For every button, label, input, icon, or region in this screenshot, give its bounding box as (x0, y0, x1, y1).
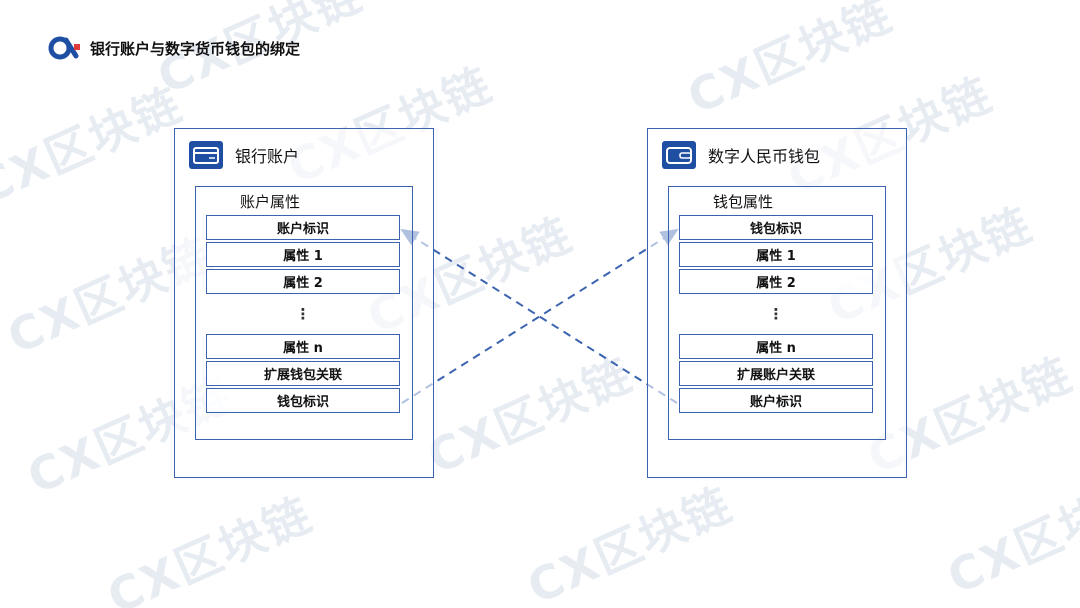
watermark: CX区块链 (99, 486, 321, 608)
link-wallet-id-to-wallet (401, 228, 679, 404)
watermark: CX区块链 (0, 76, 191, 215)
attr-row-1: 属性 1 (679, 242, 873, 267)
wallet-attributes-title: 钱包属性 (713, 193, 774, 211)
watermark: CX区块链 (679, 0, 901, 125)
bank-account-panel: 银行账户 账户属性 账户标识 属性 1 属性 2 ⋮ 属性 n 扩展钱包关联 钱… (174, 128, 434, 478)
attr-row-wallet-id: 钱包标识 (206, 388, 400, 413)
wallet-header: 数字人民币钱包 (662, 141, 820, 169)
attr-row-2: 属性 2 (679, 269, 873, 294)
wallet-attributes-group: 钱包属性 钱包标识 属性 1 属性 2 ⋮ 属性 n 扩展账户关联 账户标识 (668, 186, 886, 440)
ellipsis: ⋮ (768, 305, 784, 323)
attr-row-account-id: 账户标识 (679, 388, 873, 413)
watermark: CX区块链 (519, 476, 741, 608)
attr-row-account-id: 账户标识 (206, 215, 400, 240)
page-header: 银行账户与数字货币钱包的绑定 (48, 34, 300, 62)
watermark: CX区块链 (939, 466, 1080, 605)
account-attributes-group: 账户属性 账户标识 属性 1 属性 2 ⋮ 属性 n 扩展钱包关联 钱包标识 (195, 186, 413, 440)
watermark: CX区块链 (419, 346, 641, 485)
attr-row-account-link: 扩展账户关联 (679, 361, 873, 386)
wallet-icon (662, 141, 696, 169)
brand-logo-icon (48, 34, 82, 62)
link-account-id-to-account (400, 228, 678, 404)
attr-row-wallet-link: 扩展钱包关联 (206, 361, 400, 386)
account-attributes-title: 账户属性 (240, 193, 301, 211)
page-title: 银行账户与数字货币钱包的绑定 (90, 39, 301, 58)
digital-rmb-wallet-panel: 数字人民币钱包 钱包属性 钱包标识 属性 1 属性 2 ⋮ 属性 n 扩展账户关… (647, 128, 907, 478)
bank-account-header: 银行账户 (189, 141, 299, 169)
bank-account-title: 银行账户 (235, 147, 300, 166)
ellipsis: ⋮ (295, 305, 311, 323)
bank-card-icon (189, 141, 223, 169)
wallet-title: 数字人民币钱包 (708, 147, 821, 166)
attr-row-n: 属性 n (679, 334, 873, 359)
attr-row-2: 属性 2 (206, 269, 400, 294)
attr-row-n: 属性 n (206, 334, 400, 359)
attr-row-wallet-id: 钱包标识 (679, 215, 873, 240)
attr-row-1: 属性 1 (206, 242, 400, 267)
